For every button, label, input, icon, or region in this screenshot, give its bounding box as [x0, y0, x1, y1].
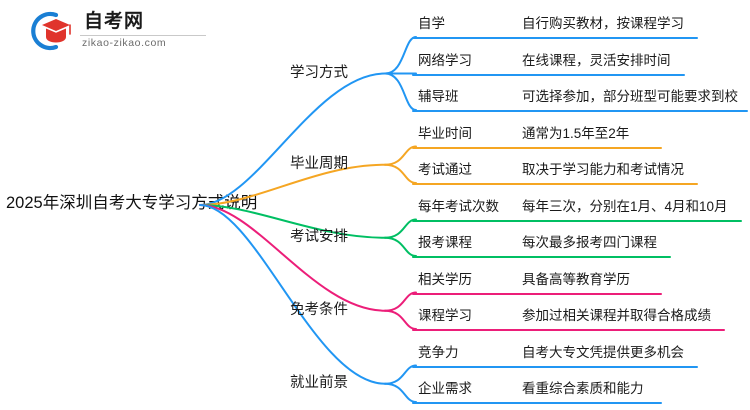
- leaf-underline: [412, 329, 725, 331]
- leaf-description: 参加过相关课程并取得合格成绩: [522, 308, 711, 323]
- connector-path: [199, 163, 386, 206]
- connector-path: [384, 163, 417, 184]
- leaf-row: 网络学习 在线课程，灵活安排时间: [412, 51, 748, 81]
- connector-path: [199, 72, 386, 206]
- leaf-underline: [412, 219, 742, 222]
- site-logo: 自考网 zikao-zikao.com: [26, 8, 216, 56]
- leaf-key[interactable]: 报考课程: [418, 235, 472, 250]
- leaf-key[interactable]: 辅导班: [418, 89, 459, 104]
- logo-divider: [80, 35, 206, 36]
- leaf-underline: [412, 73, 685, 76]
- leaf-row: 相关学历 具备高等教育学历: [412, 270, 748, 300]
- leaf-key[interactable]: 企业需求: [418, 381, 472, 396]
- leaf-key[interactable]: 每年考试次数: [418, 198, 499, 214]
- graduation-cap-icon: [31, 11, 71, 51]
- leaf-underline: [412, 256, 671, 258]
- root-node-label: 2025年深圳自考大专学习方式说明: [6, 194, 258, 212]
- leaf-row: 自学 自行购买教材，按课程学习: [412, 14, 748, 44]
- leaf-row: 每年考试次数 每年三次，分别在1月、4月和10月: [412, 197, 748, 227]
- connector-path: [384, 72, 417, 111]
- branch-label-4[interactable]: 免考条件: [290, 301, 348, 318]
- logo-domain: zikao-zikao.com: [82, 37, 167, 49]
- leaf-underline: [412, 110, 748, 112]
- leaf-description: 可选择参加，部分班型可能要求到校: [522, 89, 738, 104]
- leaf-underline: [412, 37, 698, 39]
- leaf-row: 考试通过 取决于学习能力和考试情况: [412, 160, 748, 190]
- leaf-key[interactable]: 考试通过: [418, 162, 472, 177]
- leaf-underline: [412, 183, 698, 185]
- connector-path: [199, 204, 386, 312]
- branch-label-3[interactable]: 考试安排: [290, 228, 348, 245]
- leaf-description: 看重综合素质和能力: [522, 381, 644, 396]
- branch-label-1[interactable]: 学习方式: [290, 64, 348, 81]
- connector-path: [384, 236, 417, 257]
- leaf-underline: [412, 146, 662, 149]
- leaf-description: 具备高等教育学历: [522, 271, 630, 287]
- leaf-description: 取决于学习能力和考试情况: [522, 162, 684, 177]
- leaf-description: 每次最多报考四门课程: [522, 235, 657, 250]
- leaf-underline: [412, 292, 662, 295]
- leaf-description: 自考大专文凭提供更多机会: [522, 344, 684, 360]
- leaf-description: 每年三次，分别在1月、4月和10月: [522, 198, 728, 214]
- connector-path: [199, 204, 386, 385]
- leaf-description: 在线课程，灵活安排时间: [522, 52, 671, 68]
- logo-title: 自考网: [84, 11, 145, 32]
- leaf-key[interactable]: 竞争力: [418, 344, 459, 360]
- leaf-underline: [412, 402, 662, 404]
- leaf-key[interactable]: 毕业时间: [418, 125, 472, 141]
- leaf-row: 报考课程 每次最多报考四门课程: [412, 233, 748, 263]
- leaf-row: 企业需求 看重综合素质和能力: [412, 379, 748, 409]
- leaf-key[interactable]: 课程学习: [418, 308, 472, 323]
- branch-label-2[interactable]: 毕业周期: [290, 155, 348, 172]
- leaf-row: 毕业时间 通常为1.5年至2年: [412, 124, 748, 154]
- logo-text: 自考网 zikao-zikao.com: [80, 10, 212, 52]
- connector-path: [384, 309, 417, 330]
- connector-path: [384, 382, 417, 403]
- leaf-row: 辅导班 可选择参加，部分班型可能要求到校: [412, 87, 748, 117]
- leaf-row: 竞争力 自考大专文凭提供更多机会: [412, 343, 748, 373]
- leaf-description: 通常为1.5年至2年: [522, 125, 630, 141]
- leaf-row: 课程学习 参加过相关课程并取得合格成绩: [412, 306, 748, 336]
- branch-label-5[interactable]: 就业前景: [290, 374, 348, 391]
- leaf-underline: [412, 365, 698, 368]
- leaf-key[interactable]: 自学: [418, 16, 445, 31]
- leaf-key[interactable]: 网络学习: [418, 52, 472, 68]
- leaf-description: 自行购买教材，按课程学习: [522, 16, 684, 31]
- connector-path: [199, 204, 386, 239]
- leaf-key[interactable]: 相关学历: [418, 271, 472, 287]
